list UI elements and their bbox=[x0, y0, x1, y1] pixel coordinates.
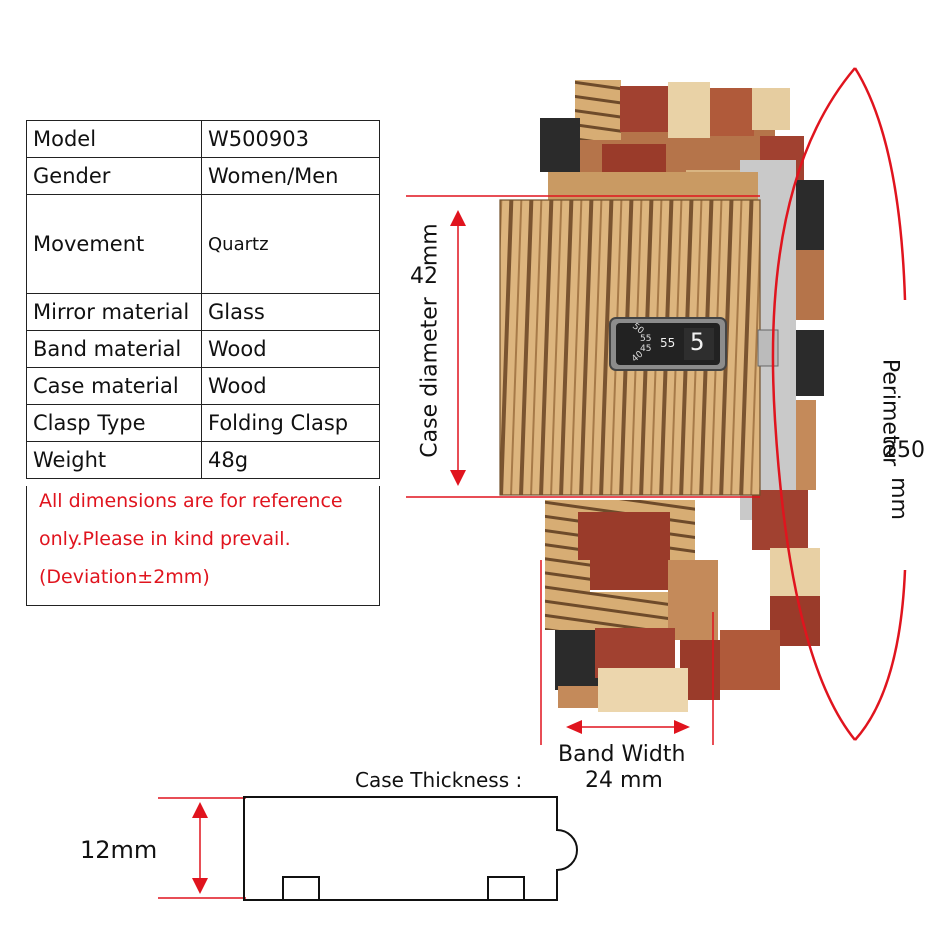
spec-value: Wood bbox=[201, 367, 380, 405]
spec-label: Mirror material bbox=[26, 293, 202, 331]
case-thickness-label: Case Thickness : bbox=[355, 768, 523, 792]
thickness-value: 12mm bbox=[80, 836, 158, 864]
divider bbox=[27, 605, 379, 606]
spec-row: Mirror material Glass bbox=[26, 293, 380, 331]
dial-hour: 5 bbox=[690, 328, 705, 356]
spec-row: Movement Quartz bbox=[26, 194, 380, 294]
spec-value: Glass bbox=[201, 293, 380, 331]
note-line: (Deviation±2mm) bbox=[39, 566, 210, 588]
spec-table: Model W500903 Gender Women/Men Movement … bbox=[26, 120, 380, 479]
spec-value: W500903 bbox=[201, 120, 380, 158]
spec-label: Band material bbox=[26, 330, 202, 368]
dial-minute-current: 55 bbox=[660, 336, 676, 350]
perimeter-value: 250 bbox=[883, 438, 925, 463]
spec-label: Model bbox=[26, 120, 202, 158]
case-profile bbox=[243, 796, 578, 901]
spec-row: Case material Wood bbox=[26, 367, 380, 405]
spec-row: Weight 48g bbox=[26, 441, 380, 479]
dial-window bbox=[609, 317, 727, 371]
reference-note: All dimensions are for reference only.Pl… bbox=[26, 486, 380, 606]
note-line: All dimensions are for reference bbox=[39, 490, 343, 512]
case-diameter-text: Case diameter bbox=[417, 297, 443, 458]
case-diameter-dimension bbox=[406, 195, 760, 498]
band-width-label: Band Width bbox=[558, 742, 686, 767]
case-diameter-unit: mm bbox=[417, 223, 443, 267]
spec-row: Model W500903 bbox=[26, 120, 380, 158]
case-diameter-label: Case diameter mm bbox=[418, 211, 443, 471]
band-width-value: 24 mm bbox=[585, 768, 663, 793]
spec-label: Gender bbox=[26, 157, 202, 195]
thickness-dimension bbox=[158, 797, 246, 899]
spec-row: Band material Wood bbox=[26, 330, 380, 368]
crown-icon bbox=[757, 329, 779, 367]
band-width-dimension bbox=[540, 560, 714, 745]
perimeter-unit: mm bbox=[885, 477, 911, 520]
spec-value: Quartz bbox=[201, 194, 380, 294]
perimeter-ellipse bbox=[771, 67, 907, 741]
spec-value: 48g bbox=[201, 441, 380, 479]
dial-minute: 55 bbox=[640, 334, 652, 344]
spec-label: Case material bbox=[26, 367, 202, 405]
dial-minute: 45 bbox=[640, 344, 652, 354]
spec-value: Wood bbox=[201, 330, 380, 368]
case-diameter-value: 42 bbox=[410, 264, 438, 289]
spec-label: Weight bbox=[26, 441, 202, 479]
note-line: only.Please in kind prevail. bbox=[39, 528, 291, 550]
